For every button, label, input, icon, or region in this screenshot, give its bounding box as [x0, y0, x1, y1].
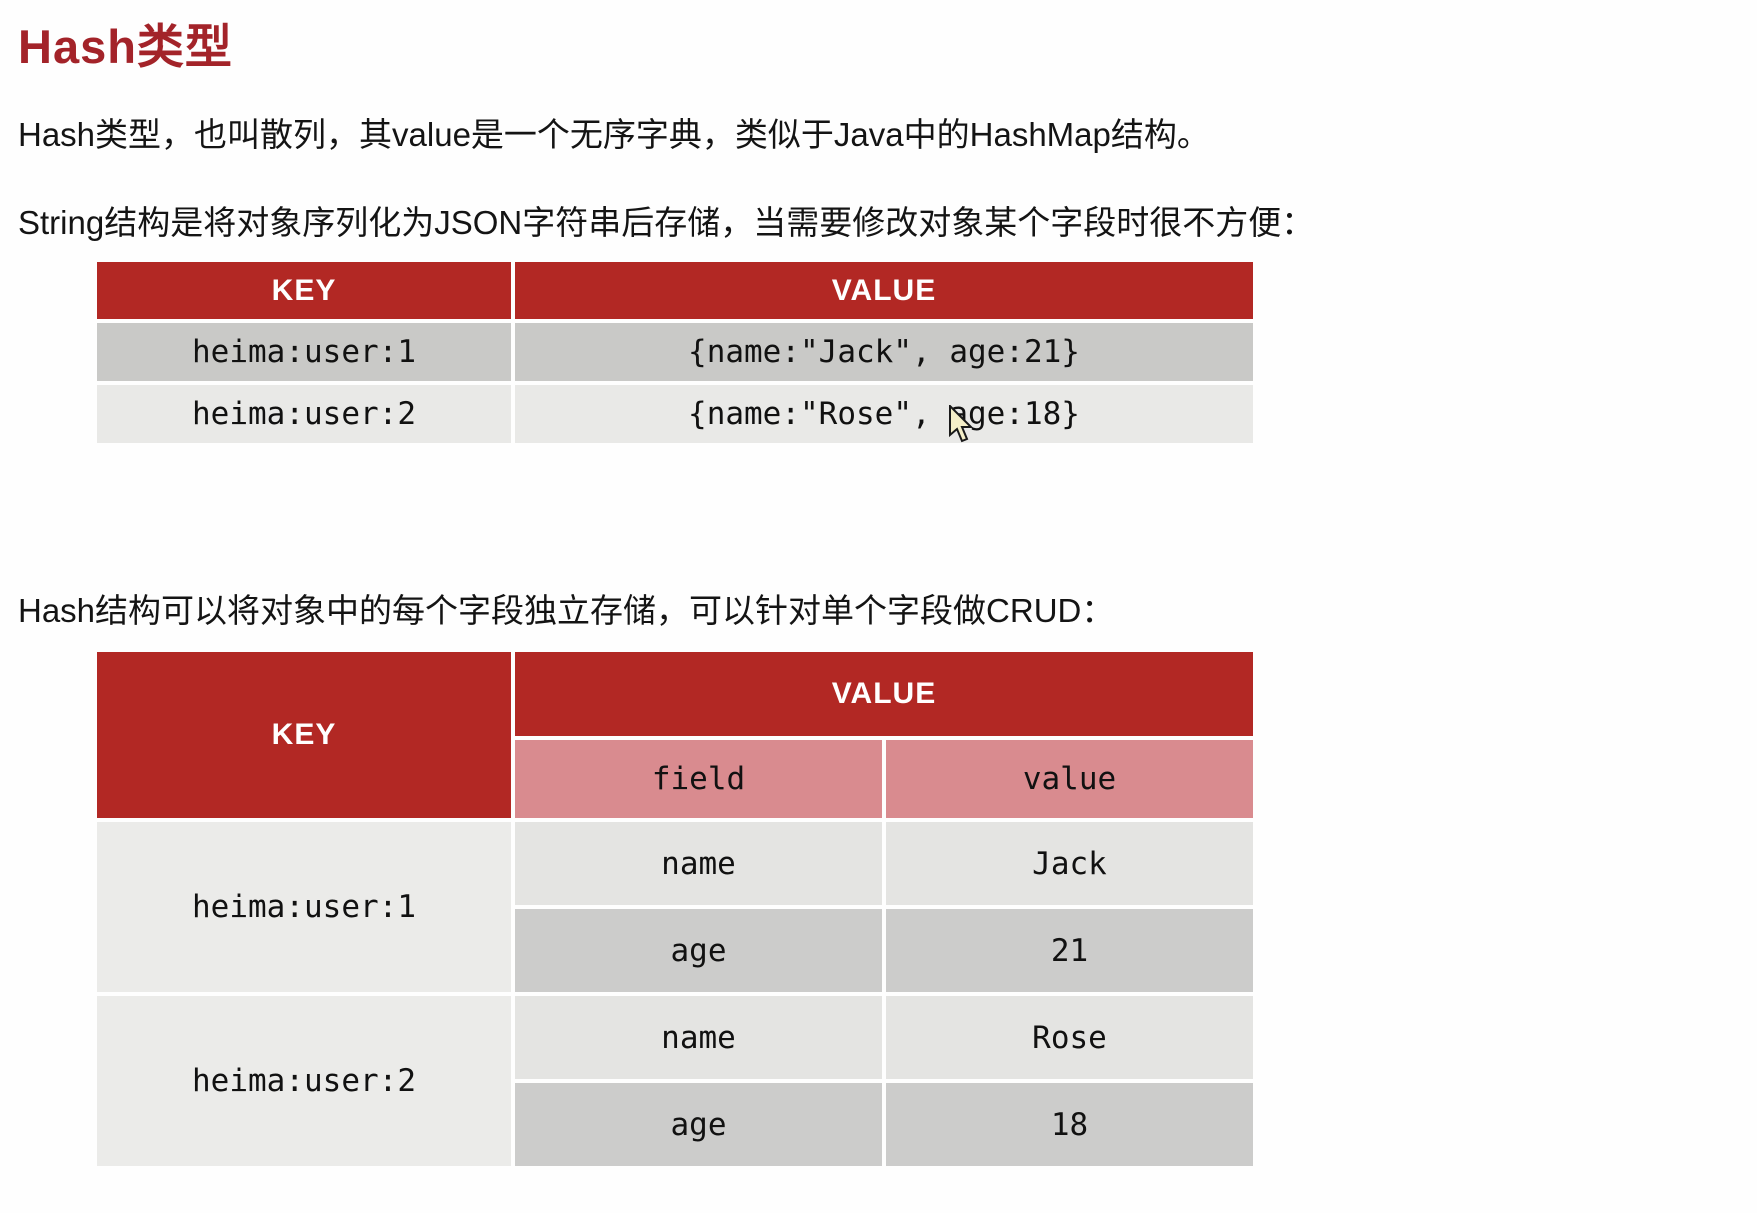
- hash-table-user1-name-field: name: [515, 822, 882, 905]
- hash-table-user1-age-field: age: [515, 909, 882, 992]
- string-structure-table: KEY VALUE heima:user:1 {name:"Jack", age…: [97, 262, 1253, 443]
- string-table-row2-key: heima:user:2: [97, 385, 511, 443]
- hash-table-user2-age-field: age: [515, 1083, 882, 1166]
- paragraph-hash-benefit: Hash结构可以将对象中的每个字段独立存储，可以针对单个字段做CRUD：: [18, 592, 1115, 629]
- string-table-row1-key: heima:user:1: [97, 323, 511, 381]
- string-table-row2-value: {name:"Rose", age:18}: [515, 385, 1253, 443]
- hash-table-user1-age-value: 21: [886, 909, 1253, 992]
- hash-table-key-user1: heima:user:1: [97, 822, 511, 992]
- hash-table-key-user2: heima:user:2: [97, 996, 511, 1166]
- page-title: Hash类型: [18, 20, 233, 73]
- string-table-row1-value: {name:"Jack", age:21}: [515, 323, 1253, 381]
- paragraph-hash-intro: Hash类型，也叫散列，其value是一个无序字典，类似于Java中的HashM…: [18, 116, 1210, 153]
- hash-table-key-header: KEY: [97, 652, 511, 818]
- hash-table-user2-name-value: Rose: [886, 996, 1253, 1079]
- hash-table-user1-name-value: Jack: [886, 822, 1253, 905]
- hash-table-user2-age-value: 18: [886, 1083, 1253, 1166]
- hash-table-user2-name-field: name: [515, 996, 882, 1079]
- hash-table-field-subheader: field: [515, 740, 882, 818]
- string-table-key-header: KEY: [97, 262, 511, 319]
- paragraph-string-limitation: String结构是将对象序列化为JSON字符串后存储，当需要修改对象某个字段时很…: [18, 204, 1315, 241]
- string-table-value-header: VALUE: [515, 262, 1253, 319]
- hash-table-value-subheader: value: [886, 740, 1253, 818]
- hash-structure-table: KEY VALUE field value heima:user:1 name …: [97, 652, 1253, 1166]
- hash-table-value-header: VALUE: [515, 652, 1253, 736]
